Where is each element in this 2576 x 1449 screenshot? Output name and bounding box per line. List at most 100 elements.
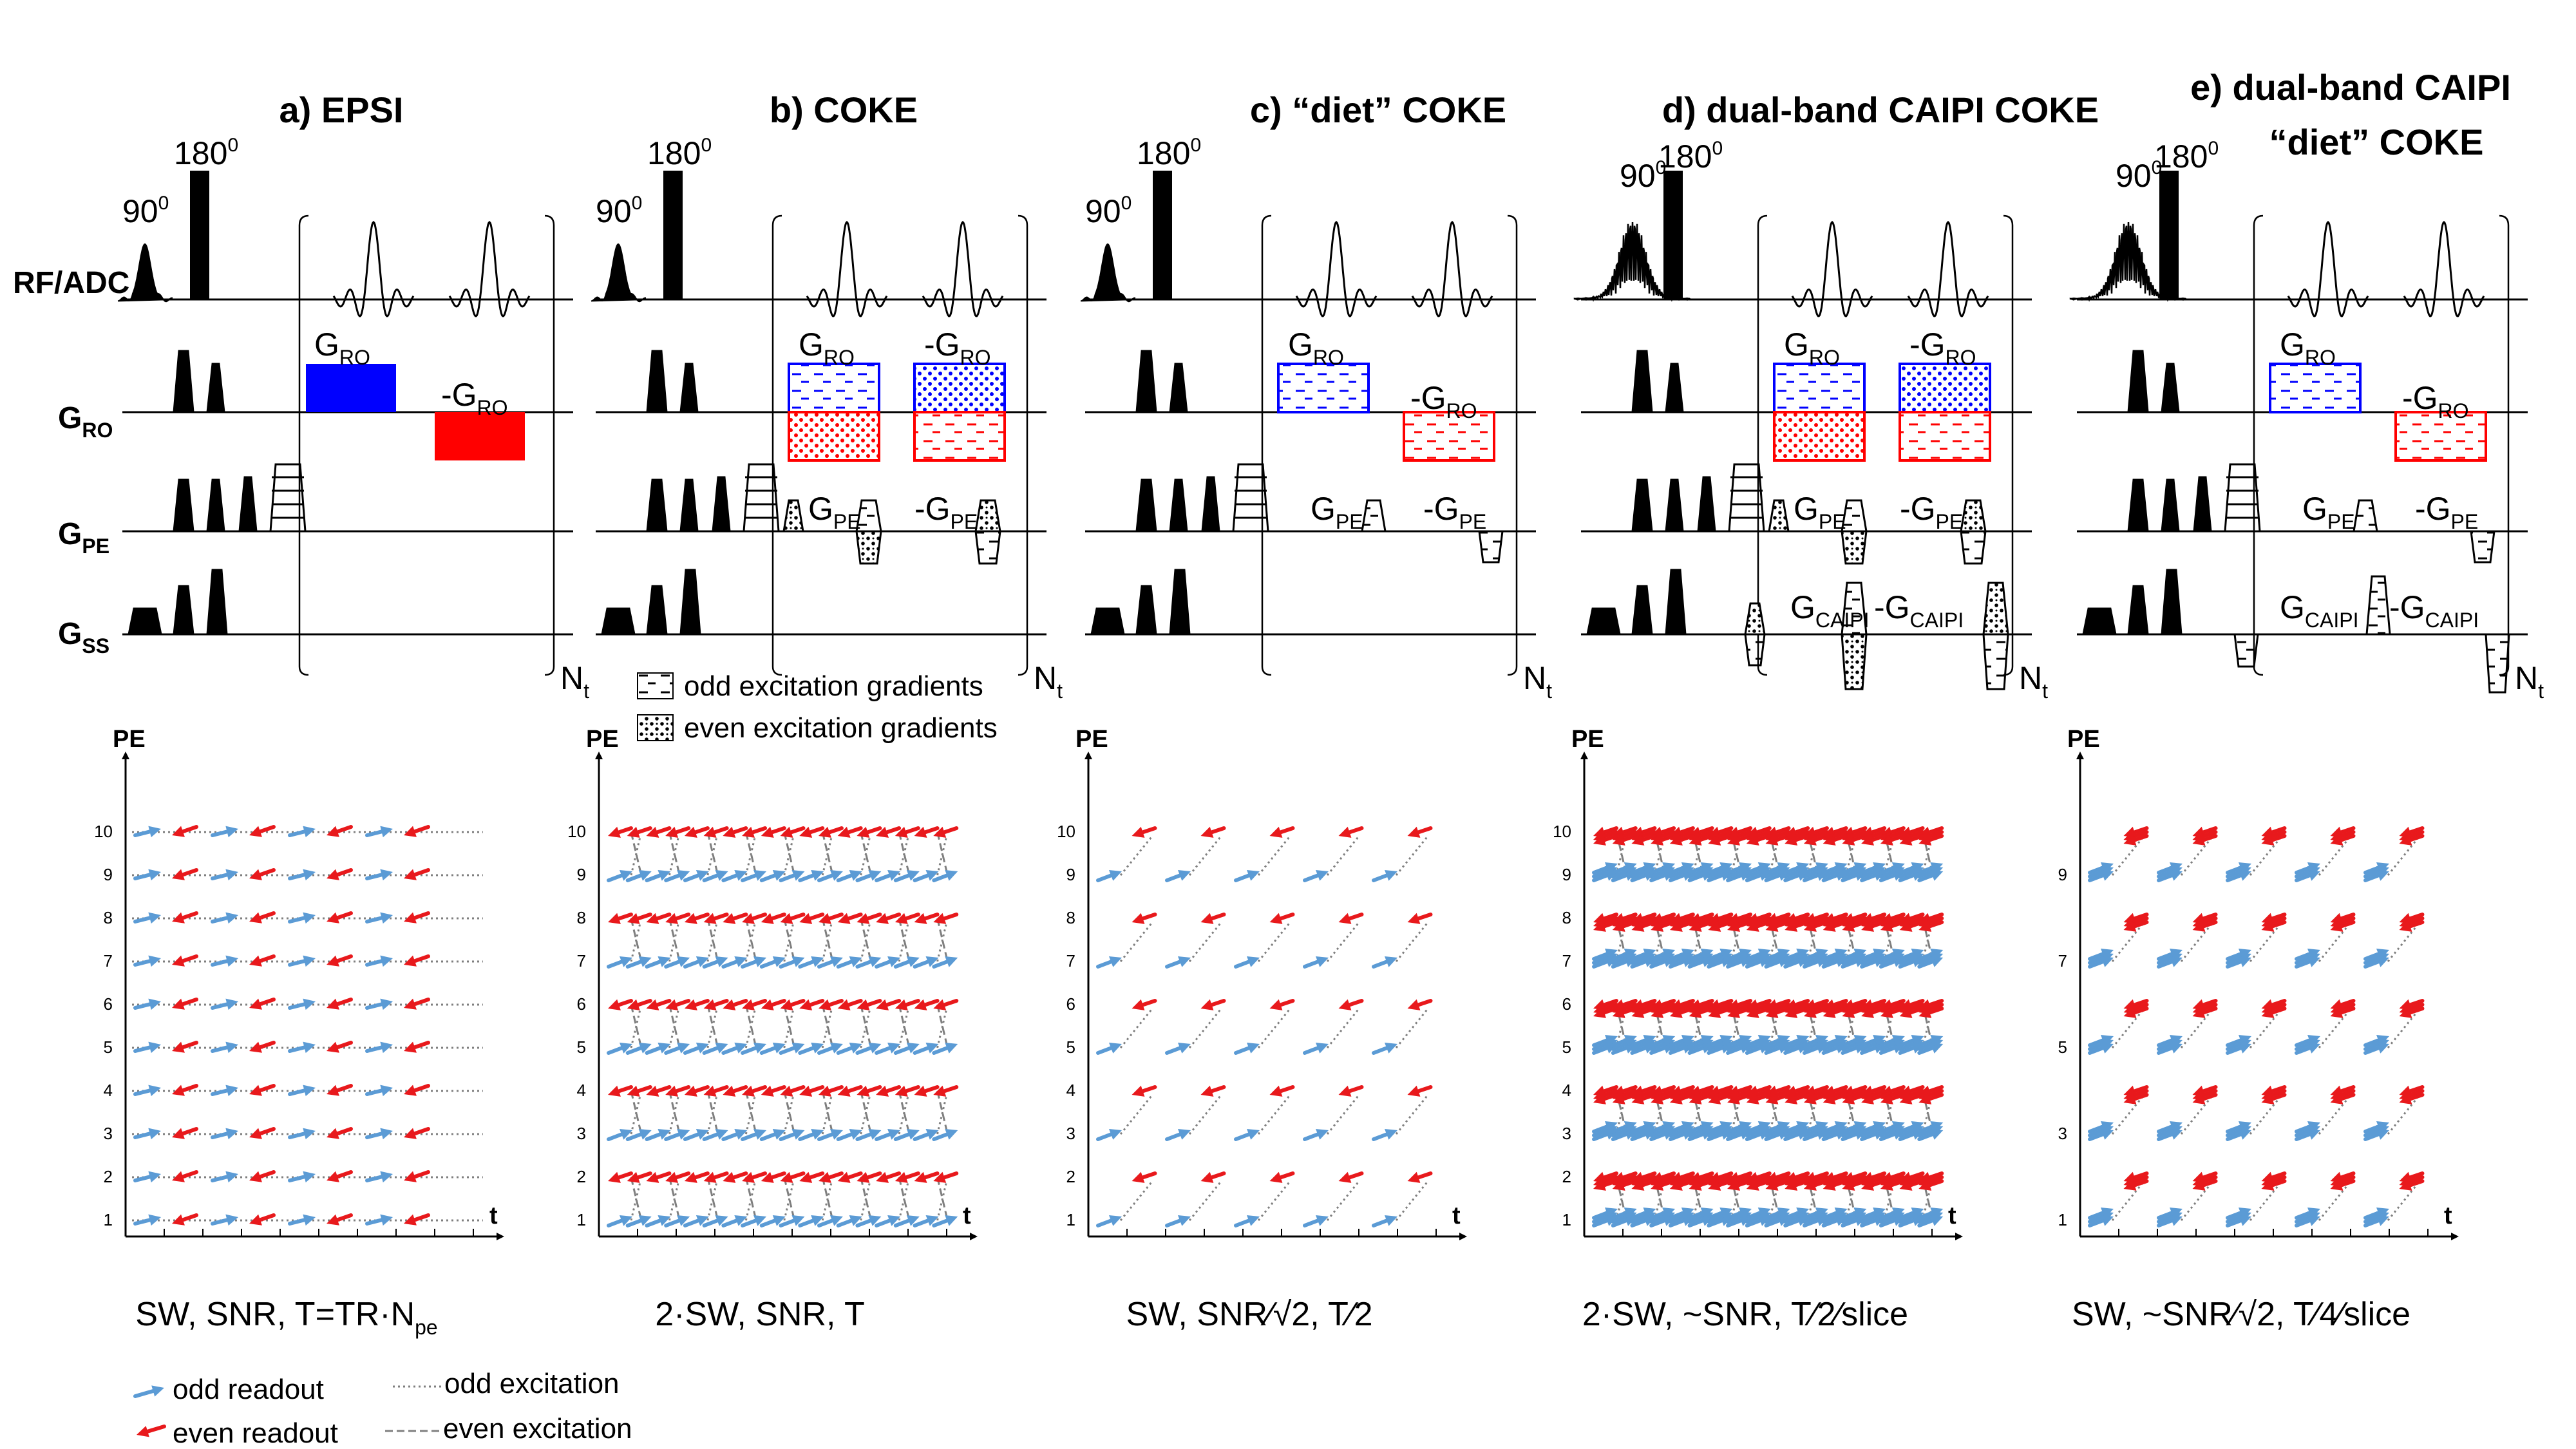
pe-tick-label: 7 (2058, 951, 2067, 971)
odd-readout-arrow-shaft (1745, 956, 1762, 965)
even-readout-arrow-shaft (1870, 916, 1887, 925)
odd-readout-arrow (625, 869, 652, 882)
odd-excitation-line (1615, 921, 1627, 962)
odd-readout-arrow-shaft (1841, 873, 1858, 882)
even-readout-arrow-shaft (1794, 913, 1810, 921)
even-readout-arrow-shaft (1813, 1089, 1829, 1097)
even-readout-arrow-head (1689, 1093, 1702, 1104)
odd-readout-arrow-shaft (798, 1046, 815, 1055)
odd-readout-arrow-shaft (1649, 952, 1667, 961)
even-readout-arrow-shaft (1736, 1093, 1753, 1101)
odd-readout-arrow-head (696, 1042, 709, 1054)
odd-readout-arrow-head (1873, 862, 1886, 873)
even-readout-arrow-head (2330, 834, 2344, 846)
odd-excitation-line (2387, 1180, 2421, 1221)
odd-readout-arrow (1745, 862, 1771, 875)
odd-readout-arrow (1917, 1207, 1944, 1220)
even-readout-arrow-head (1631, 920, 1645, 932)
even-readout-arrow (2330, 1007, 2356, 1018)
ss-gradient (601, 607, 636, 636)
even-readout-arrow-head (1651, 920, 1664, 932)
even-readout-arrow-head (761, 1171, 774, 1183)
odd-readout-arrow-head (906, 1042, 920, 1054)
nt-label-part: t (1057, 679, 1063, 703)
even-readout-arrow-shaft (1774, 1093, 1791, 1101)
even-readout-arrow (608, 913, 633, 924)
odd-readout-arrow-head (303, 869, 316, 881)
odd-readout-arrow (1860, 1121, 1886, 1133)
odd-readout-arrow (702, 1215, 728, 1227)
odd-readout-arrow (1764, 948, 1790, 961)
even-readout-arrow-shaft (1813, 1003, 1829, 1011)
even-readout-arrow (2330, 920, 2356, 932)
even-readout-arrow-shaft (1347, 1085, 1364, 1094)
odd-readout-arrow-shaft (1668, 1046, 1686, 1055)
bracket-left (2253, 214, 2264, 676)
even-readout-arrow-head (404, 869, 417, 880)
even-readout-arrow-shaft (2339, 916, 2356, 925)
odd-readout-arrow-shaft (1372, 1046, 1389, 1055)
label-neg-g-pe-part: PE (1936, 510, 1964, 533)
even-readout-arrow (627, 999, 652, 1010)
even-readout-arrow-head (2123, 1179, 2137, 1191)
odd-readout-arrow-shaft (759, 1218, 777, 1227)
even-readout-arrow (684, 913, 710, 924)
odd-readout-arrow-head (906, 1128, 920, 1140)
even-readout-arrow-head (742, 1085, 755, 1097)
even-readout-arrow-head (1269, 1085, 1283, 1097)
bracket-right (544, 214, 555, 676)
label-180-deg: 1800 (1137, 135, 1201, 171)
even-readout-arrow-shaft (1209, 913, 1226, 921)
odd-readout-arrow-shaft (1649, 956, 1667, 965)
even-readout-arrow-shaft (1698, 913, 1714, 921)
odd-excitation-line (1922, 1007, 1933, 1048)
odd-readout-arrow-shaft (1841, 866, 1858, 875)
even-readout-arrow (172, 1041, 198, 1053)
odd-excitation-line (2180, 1094, 2215, 1135)
odd-excitation-line (860, 1180, 871, 1221)
odd-readout-arrow (288, 1171, 316, 1183)
ss-gradient (1090, 607, 1125, 636)
even-readout-arrow-head (1803, 1007, 1817, 1018)
odd-readout-arrow-head (148, 869, 161, 881)
odd-readout-arrow (133, 869, 161, 881)
label-neg-g-ro: -GRO (924, 327, 991, 369)
even-readout-arrow-shaft (1794, 826, 1810, 835)
odd-readout-arrow-shaft (1303, 873, 1320, 882)
odd-readout-arrow-head (1796, 1034, 1810, 1046)
odd-readout-arrow-shaft (2226, 960, 2243, 969)
odd-readout-arrow-shaft (645, 960, 662, 969)
odd-readout-arrow (779, 956, 805, 969)
even-readout-arrow (1269, 826, 1295, 838)
even-readout-arrow-shaft (413, 1127, 430, 1136)
even-readout-arrow-shaft (1736, 999, 1753, 1007)
even-readout-arrow (1823, 1179, 1848, 1191)
even-readout-arrow (1765, 1007, 1791, 1018)
odd-readout-arrow (932, 956, 958, 969)
odd-readout-arrow (1764, 1121, 1790, 1133)
odd-readout-arrow (365, 955, 393, 967)
odd-readout-arrow-shaft (1668, 960, 1686, 969)
odd-readout-arrow (365, 826, 393, 838)
even-readout-arrow-shaft (2339, 834, 2356, 842)
even-readout-arrow (933, 999, 959, 1010)
panel-d: d) dual-band CAIPI COKE9001800NtGRO-GROG… (1553, 90, 2099, 1333)
even-readout-arrow-head (1269, 999, 1283, 1010)
odd-readout-arrow-shaft (721, 1046, 739, 1055)
odd-readout-arrow (1917, 948, 1944, 961)
pe-tick-label: 9 (1562, 865, 1571, 884)
label-neg-g-ro-part: RO (1446, 399, 1477, 422)
even-readout-arrow-shaft (751, 913, 768, 921)
ss-gradient (2161, 569, 2183, 636)
even-excitation-line (630, 831, 642, 873)
odd-readout-arrow (1707, 1207, 1733, 1220)
even-readout-arrow (1651, 834, 1676, 846)
y-axis-label: PE (113, 726, 146, 753)
odd-excitation-line (1730, 1180, 1742, 1221)
even-readout-arrow-shaft (2201, 920, 2218, 929)
even-readout-arrow-shaft (1889, 1089, 1906, 1097)
even-readout-arrow-head (1651, 1179, 1664, 1191)
odd-readout-arrow-head (2238, 1034, 2251, 1046)
odd-excitation-line (1768, 921, 1780, 962)
odd-excitation-line (1188, 921, 1223, 962)
